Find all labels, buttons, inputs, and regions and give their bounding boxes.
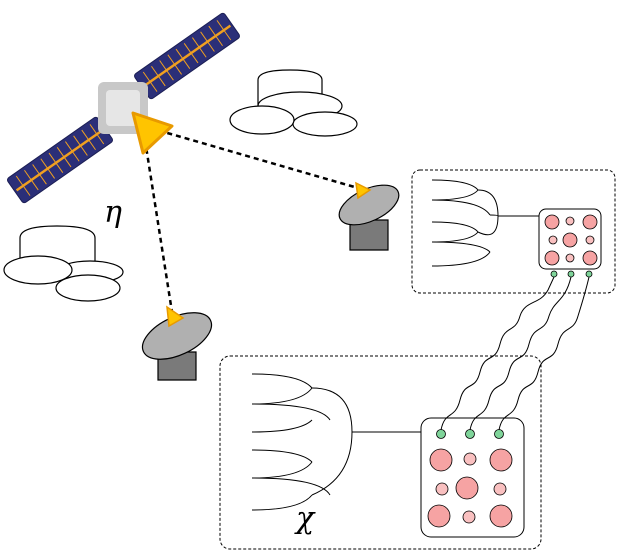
solar-panel-lower [7,116,113,204]
branching-tree-icon-small [431,179,540,267]
satellite-icon [7,12,240,204]
satellite-label: η [104,195,122,230]
entanglement-links [440,276,590,431]
branching-tree-icon-large [251,373,422,511]
network-label: χ [294,501,316,536]
cloud-icon-top [229,69,358,137]
dish-antenna-icon-right [338,181,400,251]
network-box-small [411,169,616,294]
transmitter-icon [131,111,174,155]
beam-to-right-dish [149,126,359,190]
dish-antenna-icon-left [141,305,213,381]
beam-to-left-dish [143,139,174,313]
node-grid-icon-small [538,208,602,278]
node-grid-icon-large [420,417,525,538]
network-box-large [219,355,542,550]
cloud-icon-left [3,225,124,302]
solar-panel-upper [134,12,240,100]
